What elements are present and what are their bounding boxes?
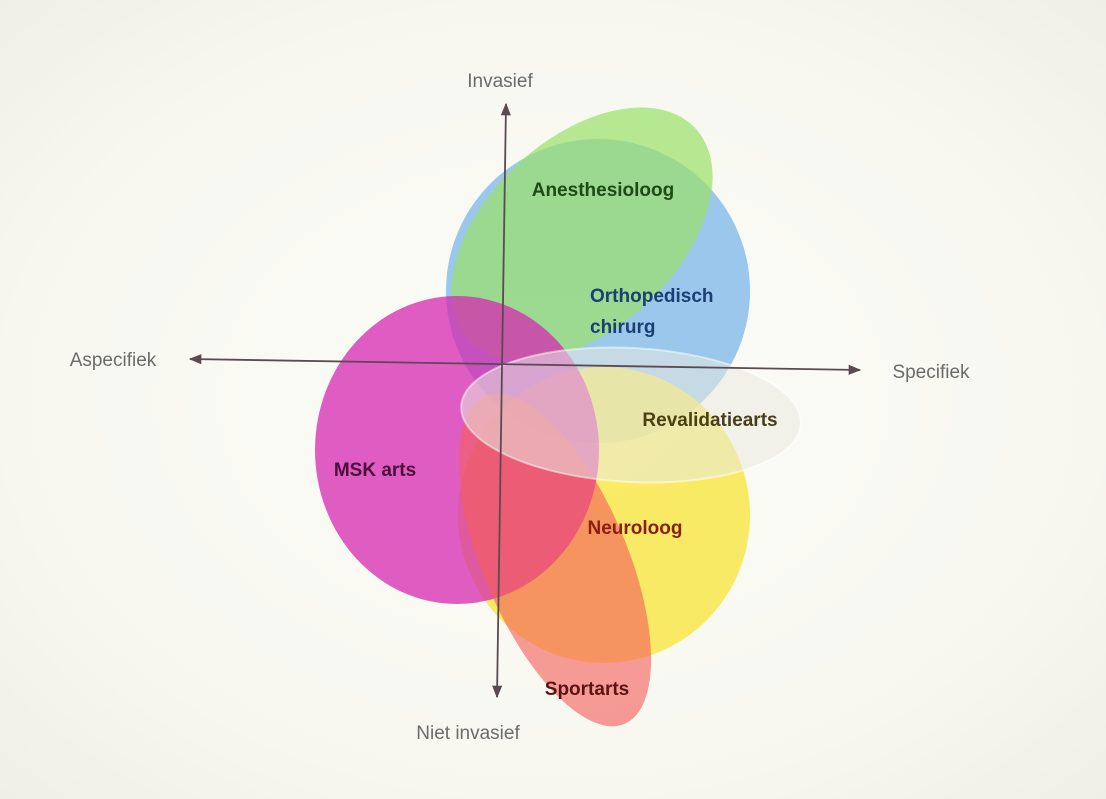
axis-label-right: Specifiek [892, 362, 970, 383]
label-revalidatiearts: Revalidatiearts [642, 410, 777, 431]
axis-label-left: Aspecifiek [70, 350, 157, 371]
label-orthopedisch-line2: chirurg [590, 317, 655, 338]
revalidatiearts-region [460, 346, 802, 484]
horizontal-axis [188, 354, 862, 375]
label-orthopedisch-line1: Orthopedisch [590, 286, 714, 307]
label-msk-arts: MSK arts [334, 460, 416, 481]
axis-label-bottom: Niet invasief [416, 723, 520, 744]
label-neuroloog: Neuroloog [588, 518, 683, 539]
axis-label-top: Invasief [467, 71, 533, 92]
vertical-axis [492, 102, 511, 699]
label-anesthesioloog: Anesthesioloog [532, 180, 675, 201]
label-sportarts: Sportarts [545, 679, 629, 700]
anesthesioloog-region [451, 107, 713, 361]
